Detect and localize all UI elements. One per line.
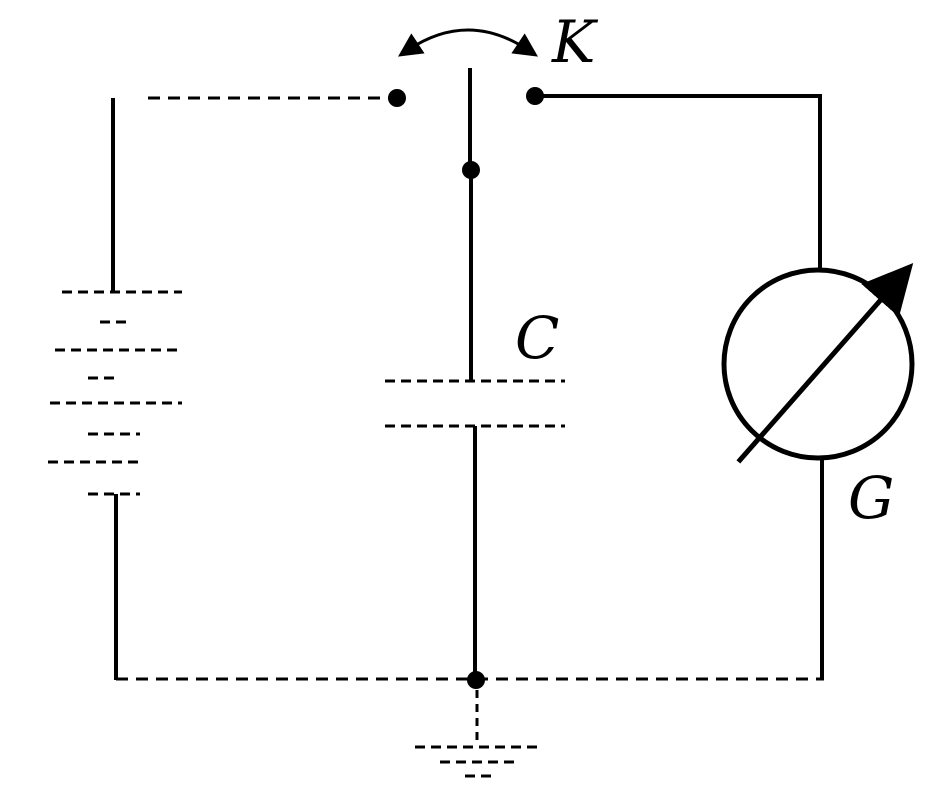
switch-label: K — [551, 8, 599, 76]
ground-icon — [415, 690, 540, 778]
switch-toggle-arrow-icon — [398, 28, 538, 57]
galvanometer-icon — [721, 262, 915, 464]
capacitor-branch — [385, 168, 565, 689]
ground-junction — [467, 671, 485, 689]
capacitor-icon — [385, 379, 565, 428]
galvanometer-label: G — [848, 464, 894, 532]
battery-icon — [48, 290, 182, 496]
two-way-switch-icon — [388, 28, 544, 179]
capacitor-label: C — [515, 304, 559, 372]
battery-branch — [48, 96, 395, 680]
switch-contact-left — [388, 89, 406, 107]
galvanometer-branch — [533, 94, 915, 680]
